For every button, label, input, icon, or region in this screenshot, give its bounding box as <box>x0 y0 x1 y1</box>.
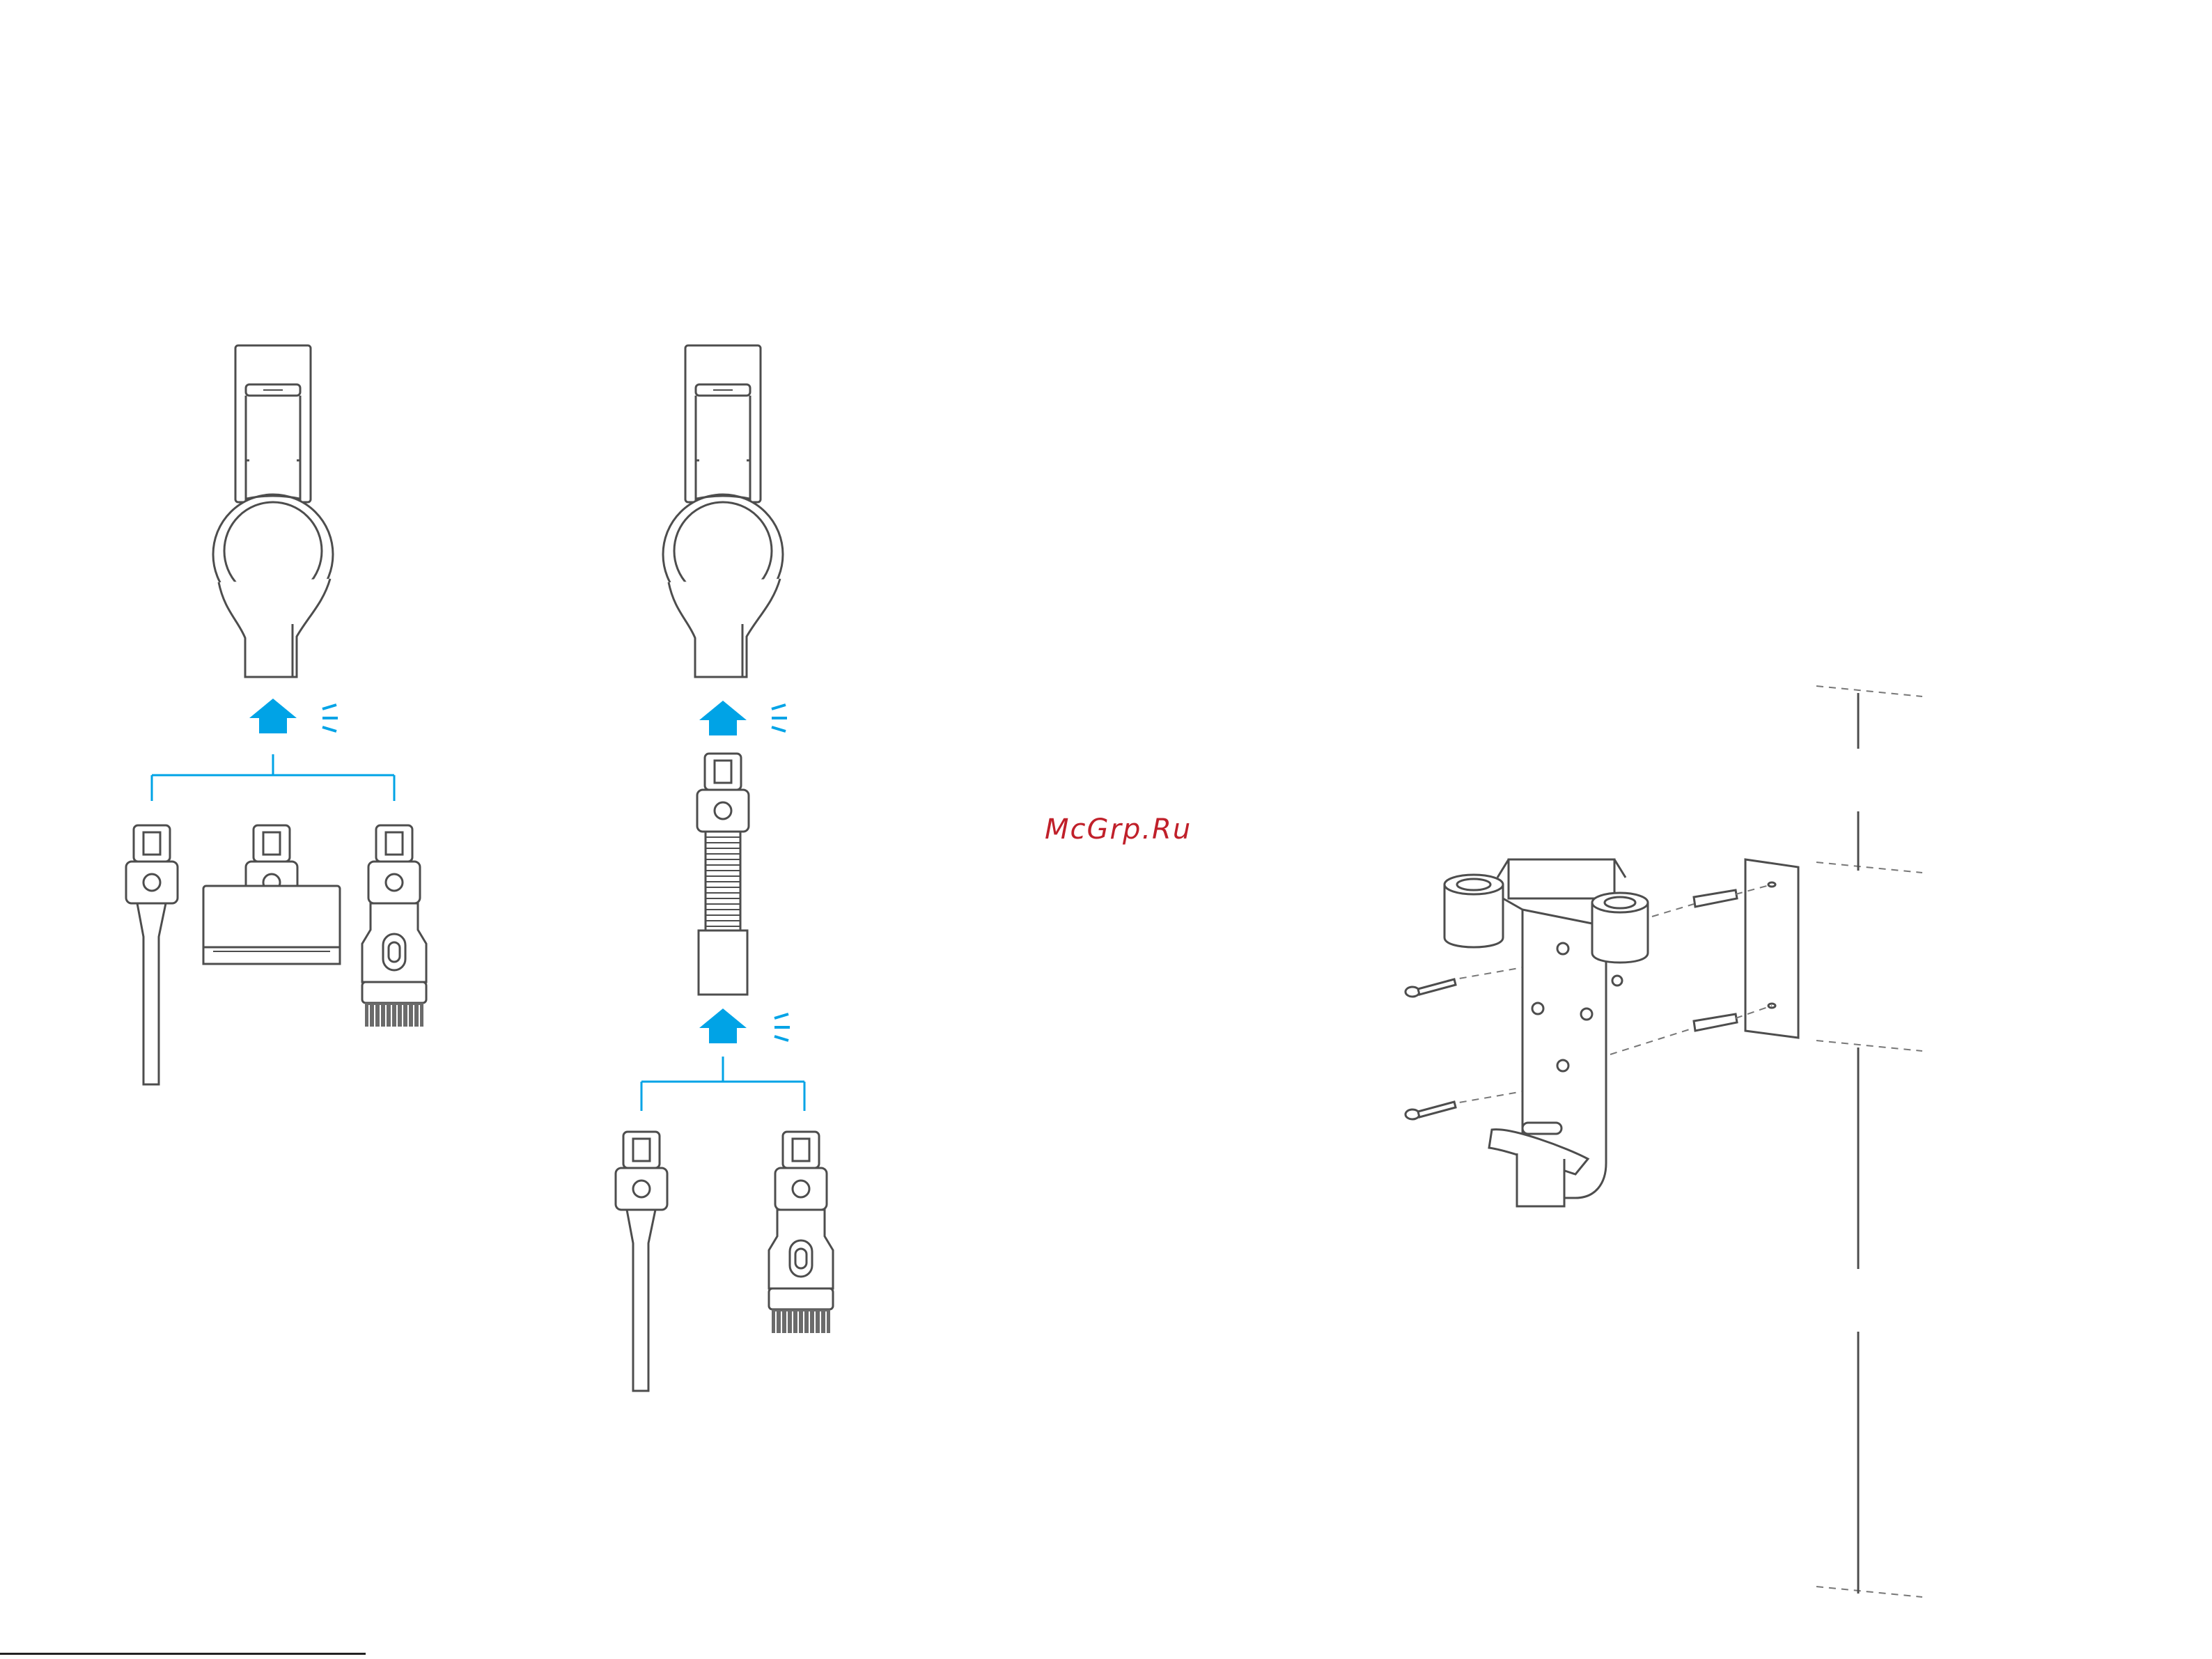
crevice-tool <box>126 825 178 1084</box>
bracket-connector <box>152 754 394 801</box>
wall-plate <box>1745 859 1798 1038</box>
mini-motorized-brush <box>203 825 340 964</box>
2-in-1-brush <box>362 825 426 1027</box>
right-panel <box>1405 686 1922 1597</box>
bracket-connector <box>641 1057 804 1111</box>
middle-panel <box>616 345 833 1391</box>
watermark-text: McGrp.Ru <box>1045 813 1192 846</box>
crevice-tool <box>616 1132 667 1391</box>
2-in-1-brush <box>769 1132 833 1333</box>
wall-anchors <box>1694 890 1737 1031</box>
wall-mount-bracket <box>1444 859 1648 1206</box>
wall-dashed-lines <box>1816 686 1922 1597</box>
motion-lines-icon <box>774 1014 790 1041</box>
up-arrow-icon <box>249 699 297 733</box>
up-arrow-icon <box>699 1008 747 1043</box>
left-panel <box>126 345 426 1084</box>
motion-lines-icon <box>772 705 787 731</box>
footer-rule <box>0 1653 366 1655</box>
vacuum-handle-left <box>213 345 333 677</box>
up-arrow-icon <box>699 701 747 735</box>
motion-lines-icon <box>322 705 338 731</box>
screws <box>1405 979 1456 1119</box>
extension-hose <box>697 754 749 995</box>
vacuum-handle-middle <box>663 345 783 677</box>
